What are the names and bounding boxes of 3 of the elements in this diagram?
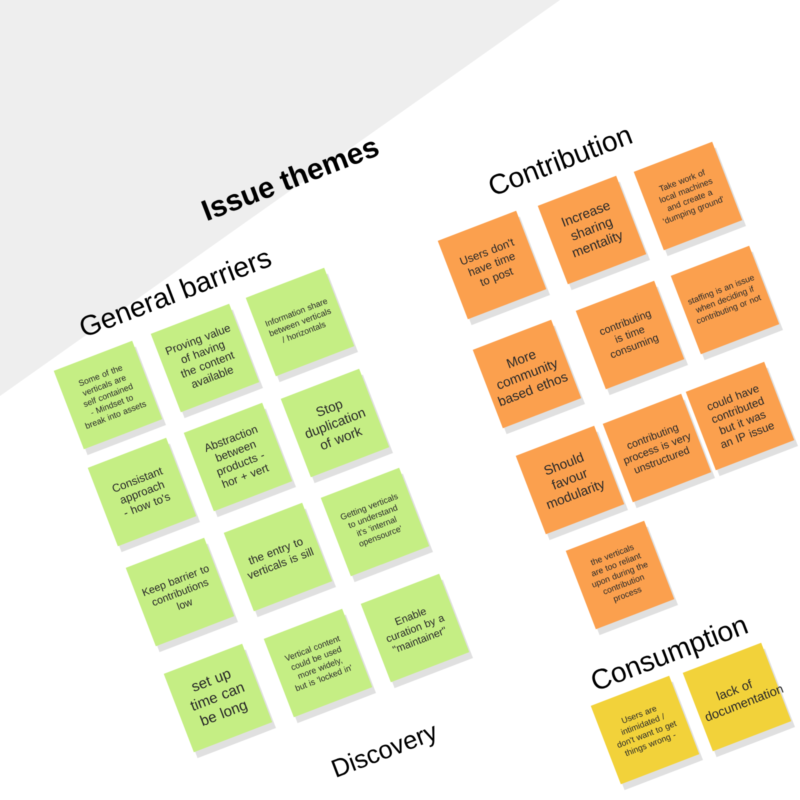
sticky-note: set up time can be long — [164, 644, 276, 758]
title: Issue themes — [201, 142, 379, 221]
sticky-note: Users don't have time to post — [438, 210, 550, 326]
